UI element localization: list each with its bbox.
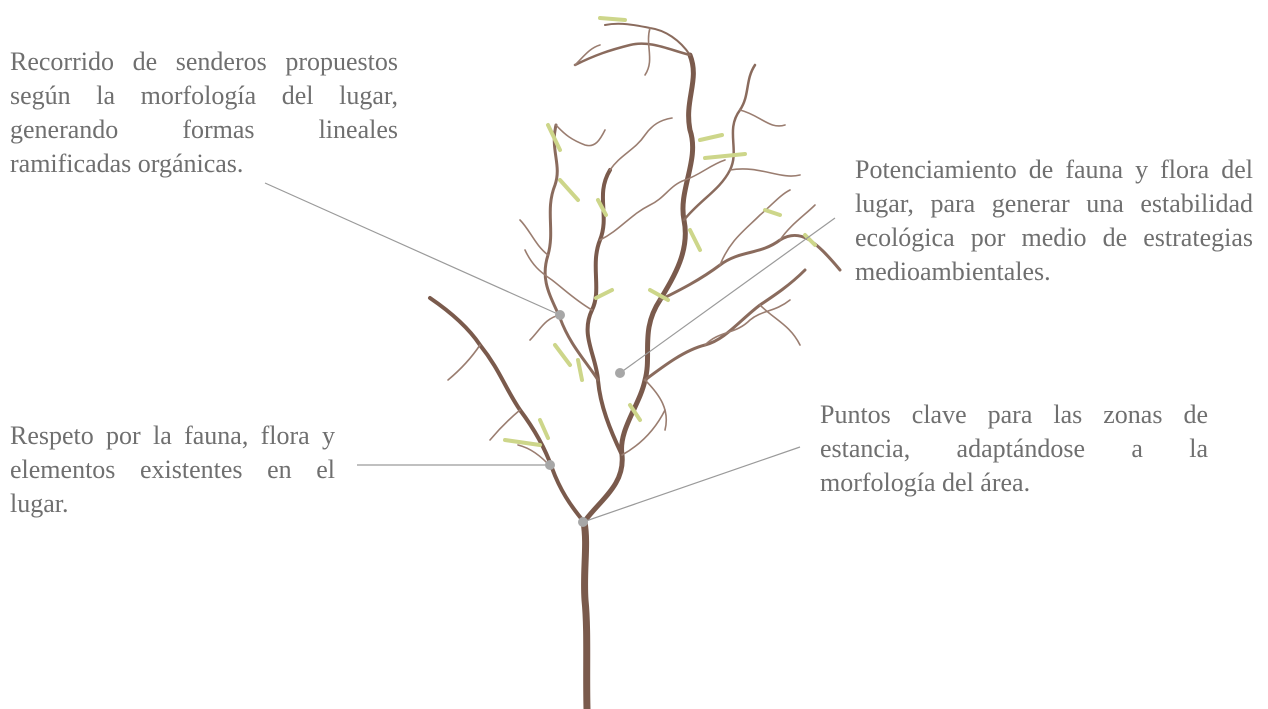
main-branch-left xyxy=(430,298,584,522)
annotation-fauna-flora: Potenciamiento de fauna y flora del luga… xyxy=(855,153,1253,289)
marker-fauna xyxy=(615,368,625,378)
tree-twigs xyxy=(448,28,815,468)
marker-keypoints xyxy=(578,517,588,527)
leader-line-paths xyxy=(265,183,560,315)
leader-line-fauna xyxy=(620,218,835,373)
marker-paths xyxy=(555,310,565,320)
tree-trunk xyxy=(584,522,587,709)
marker-respect xyxy=(545,460,555,470)
annotation-respect: Respeto por la fauna, flora y elementos … xyxy=(10,419,335,521)
branch-top-left xyxy=(575,44,690,65)
tree-branches xyxy=(430,18,840,709)
annotation-paths: Recorrido de senderos propuestos según l… xyxy=(10,45,398,181)
main-branch-right xyxy=(584,55,693,522)
point-markers xyxy=(545,310,625,527)
annotation-key-points: Puntos clave para las zonas de estancia,… xyxy=(820,398,1208,500)
